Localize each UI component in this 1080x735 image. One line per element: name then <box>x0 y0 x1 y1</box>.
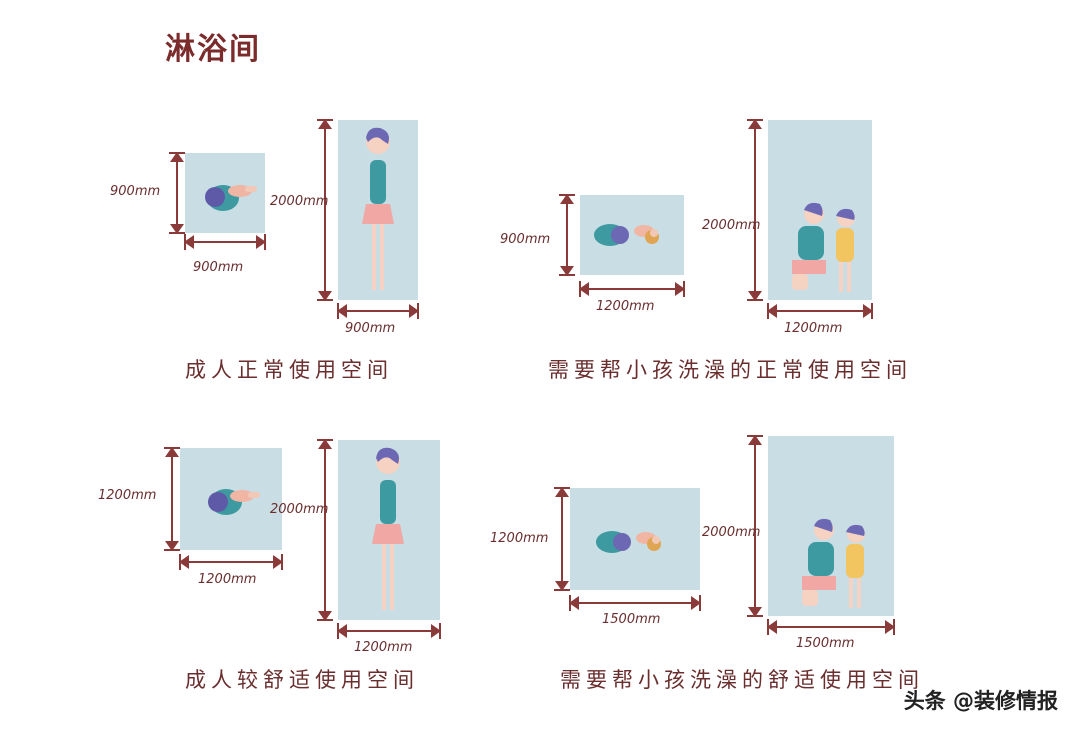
dimension-arrow-horizontal <box>767 303 873 319</box>
top-view-tile <box>185 153 265 233</box>
dimension-arrow-horizontal <box>337 303 419 319</box>
dimension-label: 900mm <box>345 321 396 336</box>
source-watermark: 头条 @装修情报 <box>903 689 1058 713</box>
dimension-arrow-vertical <box>747 119 763 301</box>
person-standing-icon <box>372 447 404 610</box>
standing-view-tile <box>768 436 894 616</box>
standing-view-tile <box>338 120 418 300</box>
top-view-tile <box>570 488 700 590</box>
dimension-label: 1200mm <box>354 640 413 655</box>
dimension-arrow-horizontal <box>569 595 701 611</box>
dimension-arrow-horizontal <box>179 554 283 570</box>
dimension-arrow-vertical <box>164 447 180 551</box>
dimension-label: 1200mm <box>198 572 257 587</box>
dimension-label: 1500mm <box>602 612 661 627</box>
dimension-label: 2000mm <box>270 194 329 209</box>
dimension-label: 900mm <box>193 260 244 275</box>
dimension-label: 2000mm <box>702 218 761 233</box>
dimension-label: 2000mm <box>702 525 761 540</box>
dimension-arrow-horizontal <box>184 234 266 250</box>
dimension-label: 1200mm <box>98 488 157 503</box>
dimension-arrow-vertical <box>559 194 575 276</box>
panel-caption: 需要帮小孩洗澡的舒适使用空间 <box>560 668 924 692</box>
dimension-arrow-vertical <box>747 435 763 617</box>
top-view-tile <box>180 448 282 550</box>
dimension-label: 1500mm <box>796 636 855 651</box>
dimension-arrow-vertical <box>169 152 185 234</box>
dimension-label: 1200mm <box>490 531 549 546</box>
panel-caption: 成人较舒适使用空间 <box>185 668 419 692</box>
dimension-label: 1200mm <box>596 299 655 314</box>
dimension-arrow-horizontal <box>337 623 441 639</box>
adult-child-standing-icon <box>792 202 855 292</box>
person-standing-icon <box>362 127 394 290</box>
adult-child-top-view-icon <box>594 224 659 246</box>
person-top-view-icon <box>205 185 257 211</box>
adult-child-standing-icon <box>802 518 865 608</box>
standing-view-tile <box>768 120 872 300</box>
adult-child-top-view-icon <box>596 531 661 553</box>
dimension-label: 900mm <box>110 184 161 199</box>
dimension-arrow-horizontal <box>579 281 685 297</box>
panel-caption: 成人正常使用空间 <box>185 358 393 382</box>
dimension-arrow-vertical <box>554 487 570 591</box>
dimension-arrow-vertical <box>317 119 333 301</box>
panel-caption: 需要帮小孩洗澡的正常使用空间 <box>548 358 912 382</box>
dimension-label: 2000mm <box>270 502 329 517</box>
dimension-arrow-vertical <box>317 439 333 621</box>
standing-view-tile <box>338 440 440 620</box>
top-view-tile <box>580 195 684 275</box>
dimension-arrow-horizontal <box>767 619 895 635</box>
person-top-view-icon <box>208 489 260 515</box>
dimension-label: 1200mm <box>784 321 843 336</box>
page-title: 淋浴间 <box>165 32 261 67</box>
dimension-label: 900mm <box>500 232 551 247</box>
